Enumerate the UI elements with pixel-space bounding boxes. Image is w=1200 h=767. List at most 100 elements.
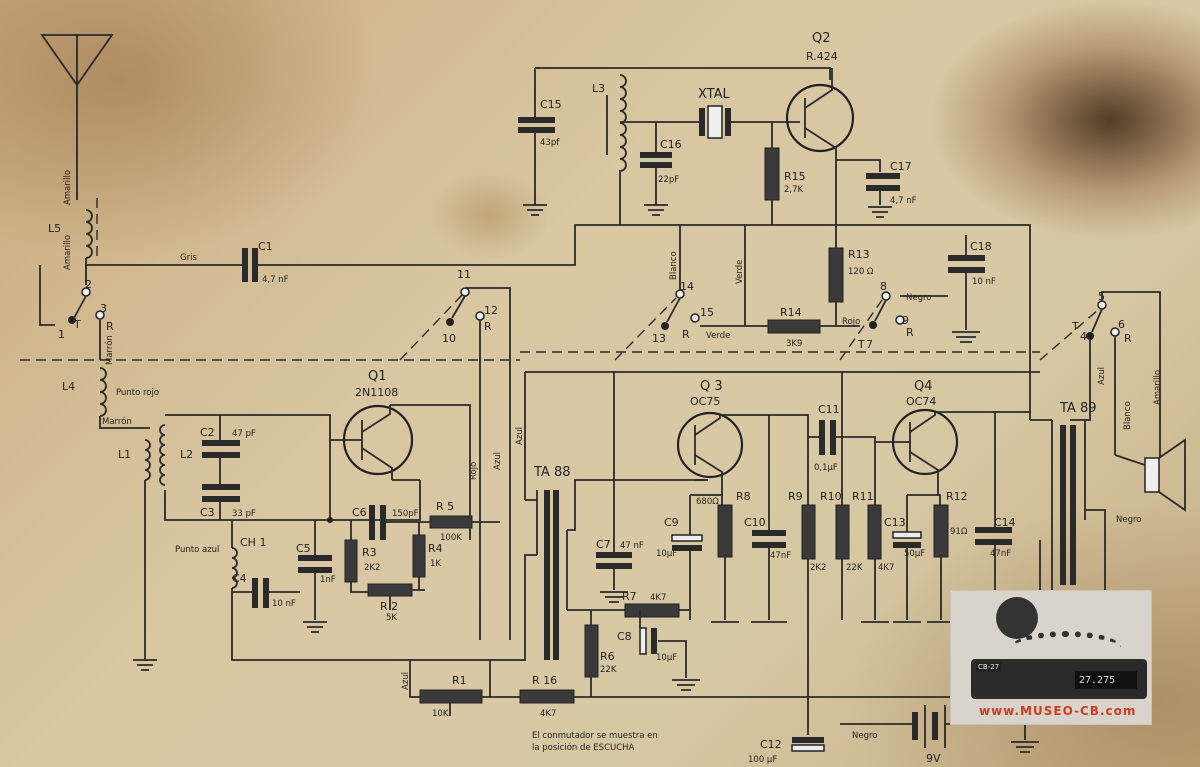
switch-letter-R: R — [106, 320, 114, 333]
resistor-r3 — [344, 539, 358, 583]
battery-icon — [912, 705, 946, 748]
switch-letter-R-3: R — [682, 328, 690, 341]
pin-13: 13 — [652, 332, 666, 345]
ground-icon — [672, 679, 700, 691]
capacitor-c8 — [639, 627, 657, 655]
r5-value: 100K — [440, 533, 462, 543]
ground-icon — [600, 591, 628, 603]
r1-value: 10K — [432, 709, 449, 719]
resistor-r12 — [933, 504, 949, 558]
blanco-wire-label-2: Blanco — [1123, 401, 1133, 430]
r13-value: 120 Ω — [848, 267, 874, 277]
pin-10: 10 — [442, 332, 456, 345]
ground-icon — [1011, 741, 1039, 753]
c16-value: 22pF — [658, 175, 679, 185]
watermark-site-text: www.MUSEO-CB.com — [979, 704, 1137, 718]
c8-label: C8 — [617, 630, 632, 643]
c2-value: 47 pF — [232, 429, 256, 439]
q3-type-label: OC75 — [690, 395, 720, 408]
resistor-r13 — [828, 247, 844, 303]
c1-value: 4,7 nF — [262, 275, 289, 285]
pin-2: 2 — [85, 278, 92, 291]
r4-value: 1K — [430, 559, 441, 569]
c4-value: 10 nF — [272, 599, 296, 609]
c17-label: C17 — [890, 160, 912, 173]
c10-label: C10 — [744, 516, 766, 529]
amarillo-wire-label-2: Amarillo — [63, 170, 73, 205]
q2-label: Q2 — [812, 31, 831, 46]
ch1-label: CH 1 — [240, 536, 266, 549]
mic-cord-icon — [1011, 631, 1121, 665]
museo-cb-watermark: CB-27 27.275 www.MUSEO-CB.com — [950, 590, 1152, 725]
c3-label: C3 — [200, 506, 215, 519]
xtal-label: XTAL — [698, 87, 731, 102]
punto-rojo-label: Punto rojo — [116, 388, 159, 398]
capacitor-c12 — [791, 737, 825, 752]
switch-letter-T-3: T — [1071, 320, 1079, 333]
switch-letter-R-2: R — [484, 320, 492, 333]
gris-wire-label: Gris — [180, 253, 197, 263]
rojo-wire-label-2: Rojo — [469, 462, 479, 480]
r8-value: 680Ω — [696, 497, 719, 507]
pin-15: 15 — [700, 306, 714, 319]
capacitor-c7 — [596, 552, 632, 569]
crystal-xtal — [699, 105, 731, 139]
radio-model-label: CB-27 — [976, 662, 1002, 672]
l1-label: L1 — [118, 448, 131, 461]
amarillo-wire-label: Amarillo — [63, 235, 73, 270]
capacitor-c10 — [752, 530, 786, 548]
capacitor-c2 — [202, 440, 240, 458]
capacitor-c9 — [671, 534, 703, 551]
r10-value: 22K — [846, 563, 863, 573]
r6-label: R6 — [600, 650, 615, 663]
r12-label: R12 — [946, 490, 968, 503]
transistor-q3 — [676, 411, 744, 495]
q4-label: Q4 — [914, 379, 933, 394]
capacitor-c11 — [819, 420, 836, 455]
resistor-r16 — [519, 689, 575, 704]
choke-ch1 — [231, 547, 238, 589]
capacitor-c13 — [892, 531, 922, 548]
resistor-r5 — [429, 515, 473, 529]
c18-value: 10 nF — [972, 277, 996, 287]
resistor-r10 — [835, 504, 850, 560]
capacitor-c6 — [369, 505, 386, 540]
c10-value: 47nF — [770, 551, 791, 561]
switch-note-line2: la posición de ESCUCHA — [532, 742, 635, 753]
transformer-ta88 — [536, 490, 568, 660]
negro-wire-label-3: Negro — [852, 731, 878, 741]
r15-label: R15 — [784, 170, 806, 183]
ta88-label: TA 88 — [533, 465, 571, 480]
c3-value: 33 pF — [232, 509, 256, 519]
blanco-wire-label: Blanco — [669, 251, 679, 280]
r11-label: R11 — [852, 490, 874, 503]
resistor-r6 — [584, 624, 599, 678]
c11-label: C11 — [818, 403, 840, 416]
r7-label: R7 — [622, 590, 637, 603]
c11-value: 0,1μF — [814, 463, 838, 473]
r8-label: R8 — [736, 490, 751, 503]
negro-wire-label-2: Negro — [1116, 515, 1142, 525]
ground-icon — [952, 331, 980, 343]
r1-label: R1 — [452, 674, 467, 687]
capacitor-c5 — [298, 555, 332, 573]
c9-value: 10μF — [656, 549, 677, 559]
potentiometer-r1 — [419, 689, 483, 704]
resistor-r4 — [412, 534, 426, 578]
transistor-q1 — [330, 404, 414, 480]
r10-label: R10 — [820, 490, 842, 503]
pin-12: 12 — [484, 304, 498, 317]
capacitor-c3 — [202, 484, 240, 502]
l4-label: L4 — [62, 380, 75, 393]
pin-11: 11 — [457, 268, 471, 281]
amarillo-wire-label-3: Amarillo — [1153, 370, 1163, 405]
r11-value: 4K7 — [878, 563, 894, 573]
c16-label: C16 — [660, 138, 682, 151]
c17-value: 4,7 nF — [890, 196, 917, 206]
r3-value: 2K2 — [364, 563, 380, 573]
r13-label: R13 — [848, 248, 870, 261]
transistor-q4 — [875, 408, 959, 495]
r7-value: 4K7 — [650, 593, 666, 603]
c12-label: C12 — [760, 738, 782, 751]
c15-value: 43pf — [540, 138, 560, 148]
